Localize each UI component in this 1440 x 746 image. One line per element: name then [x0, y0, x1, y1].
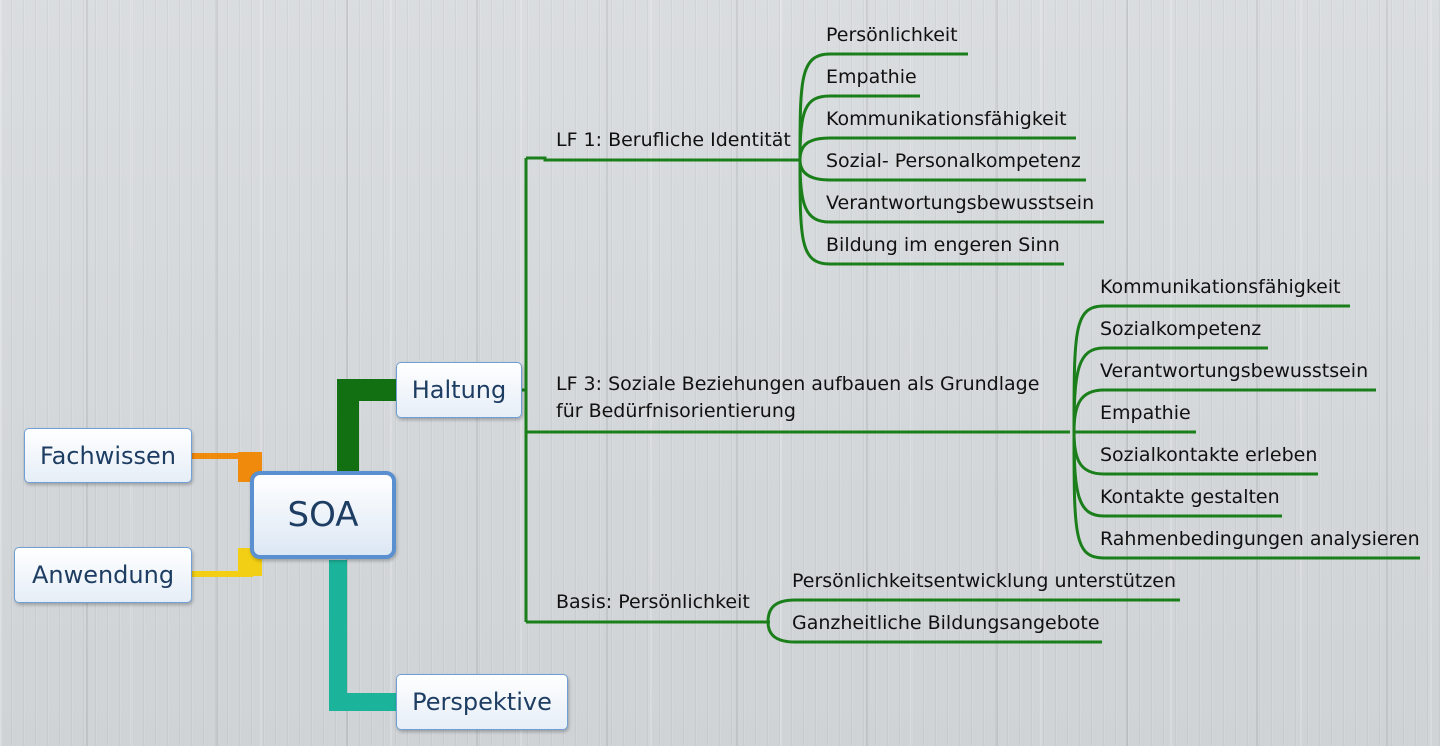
connector-basis-item-2	[766, 621, 1102, 644]
lf3-item[interactable]: Rahmenbedingungen analysieren	[1100, 528, 1420, 550]
lf3-item[interactable]: Empathie	[1100, 402, 1191, 424]
basis-item[interactable]: Ganzheitliche Bildungsangebote	[792, 612, 1100, 634]
lf1-item[interactable]: Verantwortungsbewusstsein	[826, 192, 1095, 214]
branch-fachwissen[interactable]: Fachwissen	[24, 428, 192, 483]
connector-root-haltung	[337, 379, 398, 472]
lf3-item[interactable]: Kontakte gestalten	[1100, 486, 1280, 508]
lf3-item[interactable]: Sozialkompetenz	[1100, 318, 1262, 340]
lf3-item[interactable]: Verantwortungsbewusstsein	[1100, 360, 1369, 382]
connector-topic-lf1	[526, 156, 800, 162]
connector-lf3-item-3	[1072, 388, 1376, 433]
lf3-item[interactable]: Kommunikationsfähigkeit	[1100, 276, 1341, 298]
branch-fachwissen-label: Fachwissen	[40, 441, 176, 470]
branch-perspektive[interactable]: Perspektive	[396, 674, 568, 730]
root-label: SOA	[287, 495, 359, 535]
lf3-item[interactable]: Sozialkontakte erleben	[1100, 444, 1318, 466]
topic-lf1-label[interactable]: LF 1: Berufliche Identität	[556, 129, 791, 151]
connector-basis-item-1	[766, 598, 1180, 623]
branch-anwendung[interactable]: Anwendung	[14, 547, 192, 603]
lf1-item[interactable]: Bildung im engeren Sinn	[826, 234, 1060, 256]
connector-lf1-item-6	[798, 159, 1064, 266]
branch-perspektive-label: Perspektive	[412, 688, 552, 716]
connector-lf1-item-2	[798, 94, 920, 161]
connector-lf1-item-3	[798, 136, 1076, 161]
topic-basis-label[interactable]: Basis: Persönlichkeit	[556, 591, 750, 613]
branch-haltung-label: Haltung	[411, 376, 507, 404]
lf1-item[interactable]: Sozial- Personalkompetenz	[826, 150, 1081, 172]
branch-anwendung-label: Anwendung	[31, 561, 175, 589]
topic-lf3-label[interactable]: LF 3: Soziale Beziehungen aufbauen als G…	[556, 373, 1040, 422]
root-node[interactable]: SOA	[250, 471, 396, 559]
lf1-item[interactable]: Empathie	[826, 66, 917, 88]
connector-root-perspektive	[329, 560, 398, 711]
branch-haltung[interactable]: Haltung	[396, 362, 522, 418]
lf1-item[interactable]: Persönlichkeit	[826, 24, 958, 46]
lf1-item[interactable]: Kommunikationsfähigkeit	[826, 108, 1067, 130]
connector-lf3-item-2	[1072, 346, 1268, 433]
connector-lf3-item-7	[1072, 431, 1420, 560]
basis-item[interactable]: Persönlichkeitsentwicklung unterstützen	[792, 570, 1177, 592]
